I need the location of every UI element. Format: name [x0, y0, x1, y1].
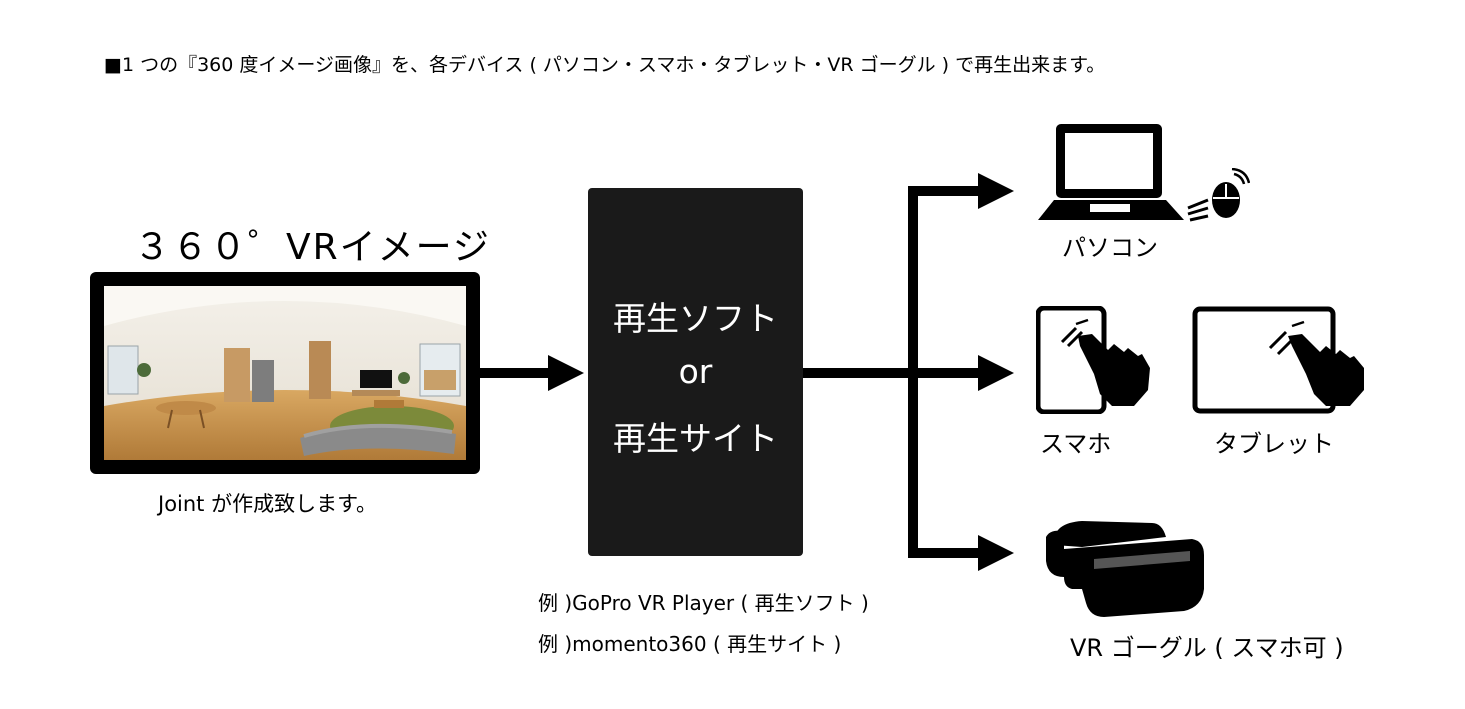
header-description: ■1 つの『360 度イメージ画像』を、各デバイス ( パソコン・スマホ・タブレ…	[104, 54, 1106, 76]
vr-goggle-icon	[1046, 521, 1204, 617]
player-label-software: 再生ソフト	[613, 299, 778, 338]
device-label-pc: パソコン	[1062, 234, 1158, 262]
device-label-tablet: タブレット	[1214, 430, 1334, 458]
mouse-icon	[1187, 168, 1250, 222]
player-box: 再生ソフト or 再生サイト	[588, 188, 803, 556]
panorama-caption: Joint が作成致します。	[158, 492, 377, 516]
smartphone-touch-icon	[1036, 306, 1150, 414]
arrow-source-to-player	[480, 355, 584, 391]
laptop-icon	[1038, 124, 1184, 220]
panorama-image-frame	[90, 272, 480, 474]
example-site: 例 )momento360 ( 再生サイト )	[538, 632, 842, 656]
vr-image-title: ３６０゜VRイメージ	[134, 227, 491, 268]
player-label-or: or	[678, 352, 713, 391]
example-software: 例 )GoPro VR Player ( 再生ソフト )	[538, 591, 869, 615]
arrow-player-to-devices	[803, 173, 1014, 571]
panorama-room-image	[104, 286, 466, 460]
tablet-touch-icon	[1192, 306, 1364, 414]
device-label-smartphone: スマホ	[1040, 430, 1112, 458]
device-label-vr-goggle: VR ゴーグル ( スマホ可 )	[1070, 634, 1344, 662]
player-label-site: 再生サイト	[613, 419, 778, 458]
